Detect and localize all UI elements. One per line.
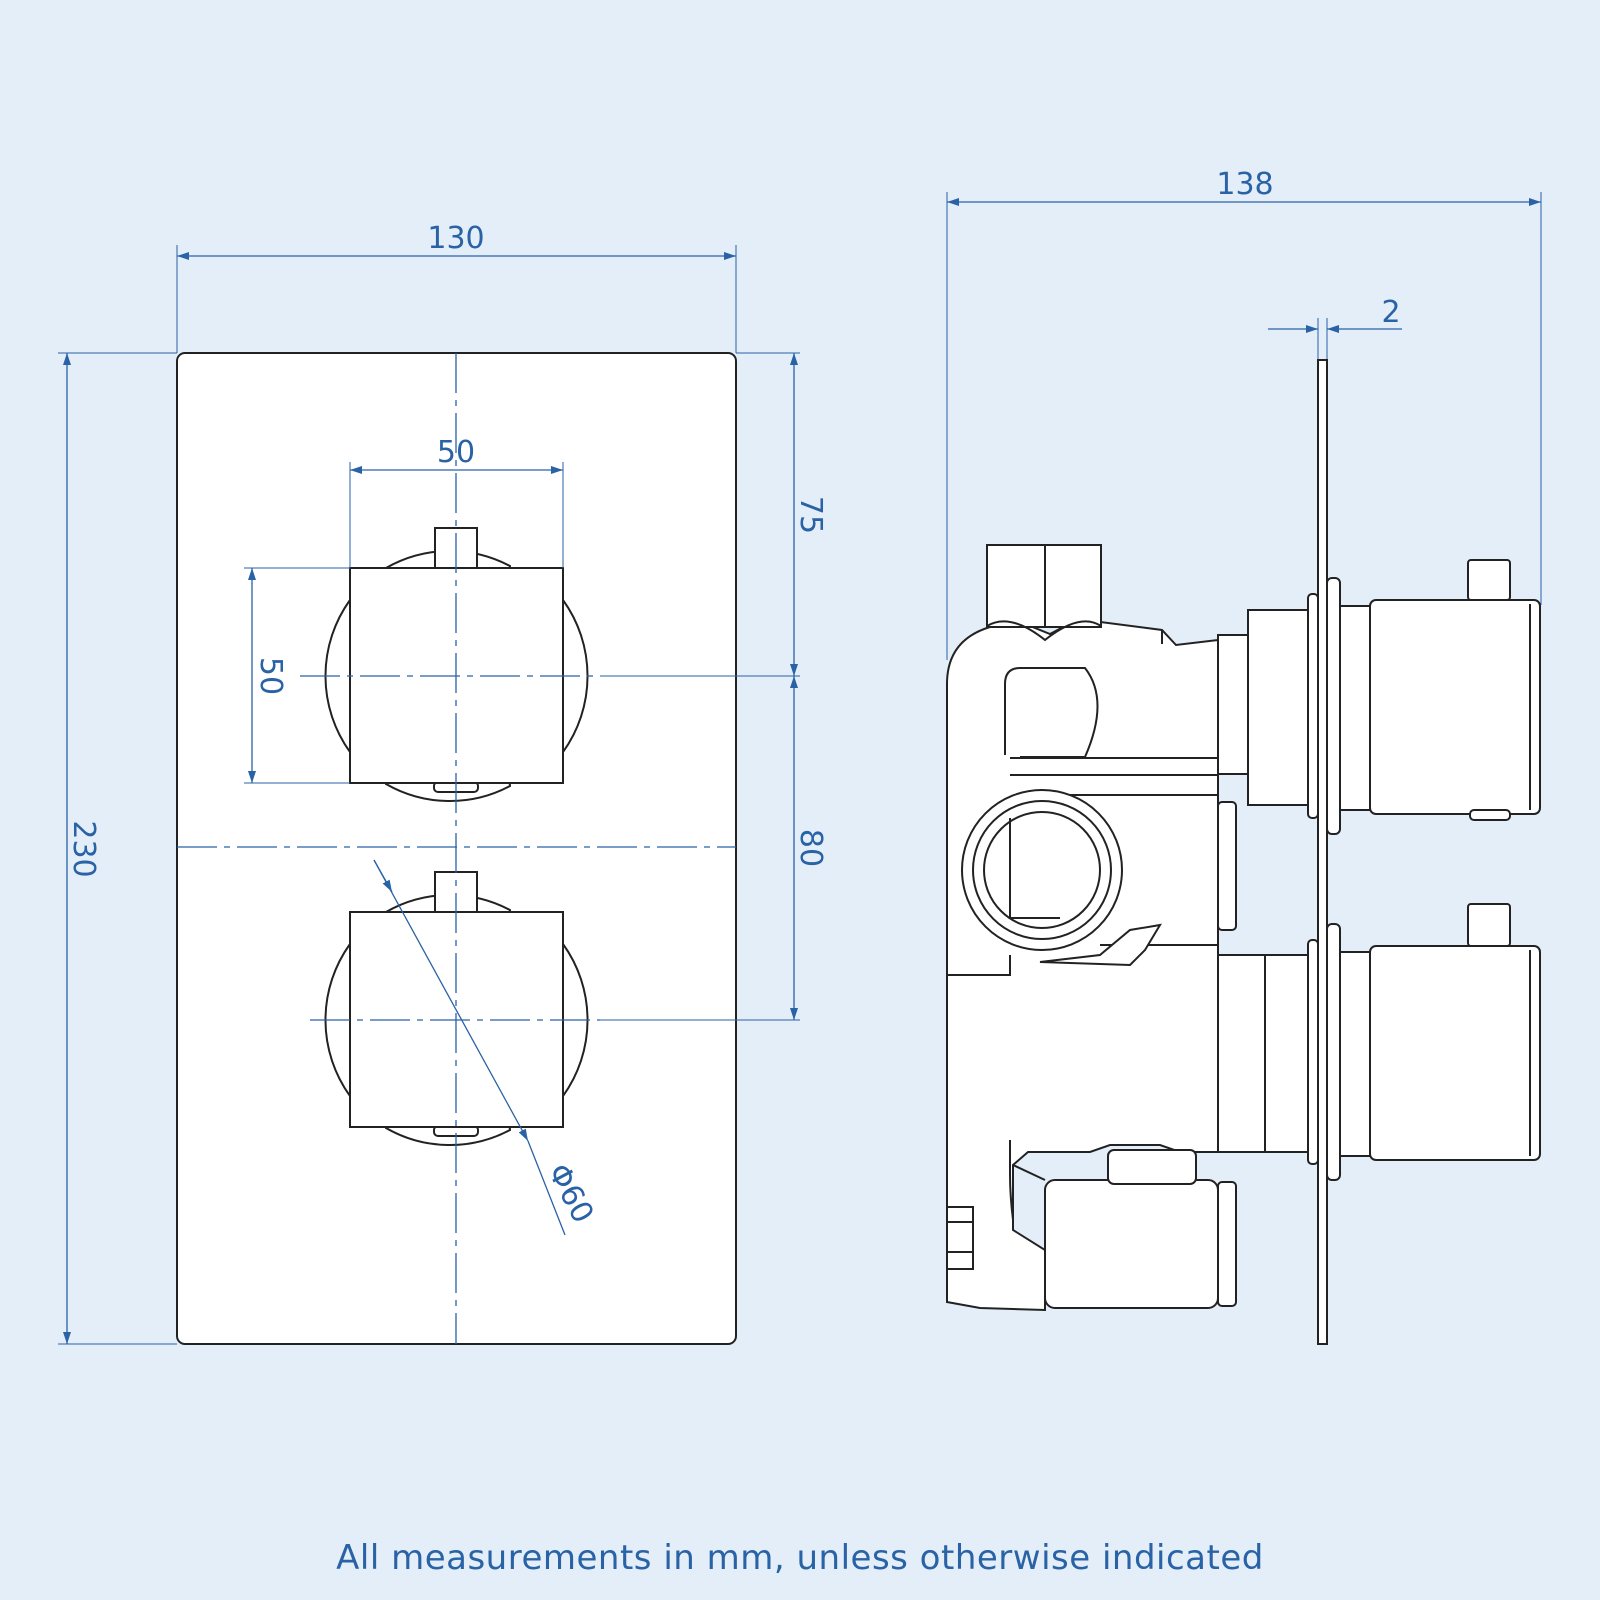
width-label: 130: [427, 221, 484, 256]
lower-nut: [1217, 1181, 1237, 1307]
height-label: 230: [66, 820, 101, 877]
plate-thickness-label: 2: [1381, 295, 1400, 330]
upper-barrel: [1217, 634, 1249, 775]
lower-barrel: [1217, 954, 1309, 1153]
diameter-leader: [373, 859, 529, 1142]
upper-handle-side: [1369, 559, 1541, 821]
valve-body: [946, 618, 1219, 1312]
top-offset-label: 75: [793, 496, 828, 534]
handle-width-label: 50: [437, 435, 475, 470]
side-view: 138 2: [946, 167, 1542, 1345]
depth-label: 138: [1216, 167, 1273, 202]
upper-nut: [1217, 801, 1237, 931]
measurement-note: All measurements in mm, unless otherwise…: [336, 1538, 1264, 1578]
lower-handle-side: [1369, 903, 1541, 1161]
front-view: 130 230 50 50 75 80 Φ60: [58, 221, 828, 1345]
handle-height-label: 50: [253, 657, 288, 695]
wall-plate: [1317, 359, 1328, 1345]
side-port: [961, 789, 1123, 951]
upper-collar: [1247, 609, 1309, 806]
bottom-fitting: [946, 1206, 974, 1270]
spacing-label: 80: [793, 829, 828, 867]
lower-union: [1044, 1179, 1219, 1309]
